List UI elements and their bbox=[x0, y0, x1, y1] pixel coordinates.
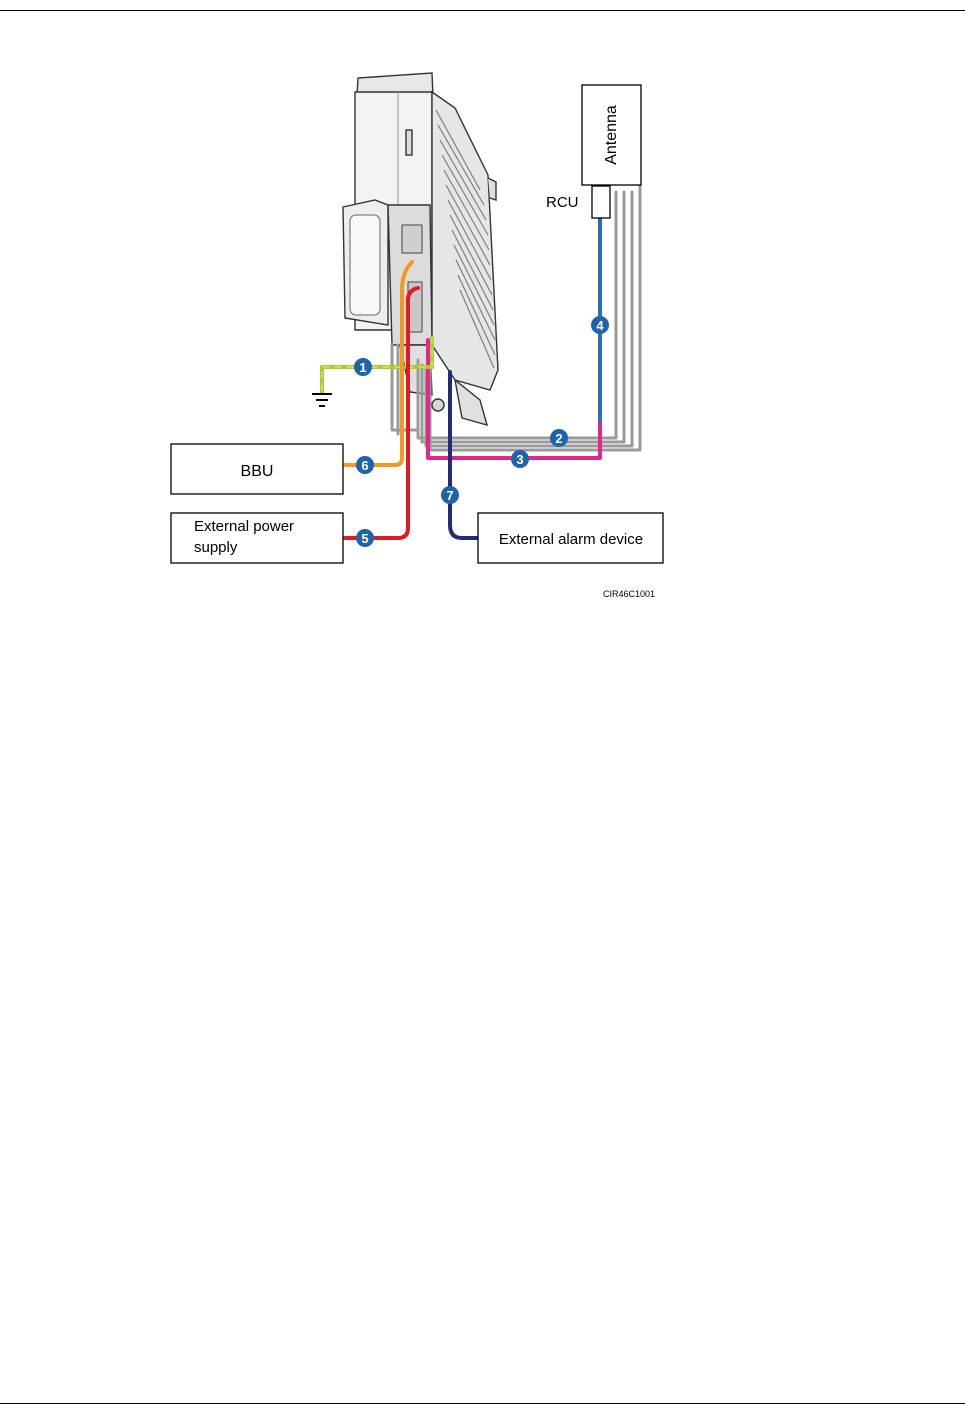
svg-text:1: 1 bbox=[359, 360, 366, 375]
svg-text:4: 4 bbox=[596, 318, 604, 333]
bbu-label: BBU bbox=[241, 463, 274, 480]
callout-6: 6 bbox=[356, 456, 374, 474]
rcu-label: RCU bbox=[546, 194, 579, 211]
power-supply-label-line2: supply bbox=[194, 539, 238, 556]
callout-5: 5 bbox=[356, 529, 374, 547]
svg-text:3: 3 bbox=[516, 452, 523, 467]
rcu-box bbox=[592, 186, 610, 218]
svg-text:2: 2 bbox=[555, 431, 562, 446]
svg-text:6: 6 bbox=[361, 458, 368, 473]
callout-7: 7 bbox=[441, 486, 459, 504]
figure-id: CIR46C1001 bbox=[603, 589, 655, 599]
callout-1: 1 bbox=[354, 358, 372, 376]
svg-text:5: 5 bbox=[361, 531, 368, 546]
callout-2: 2 bbox=[550, 429, 568, 447]
antenna-label: Antenna bbox=[603, 105, 620, 165]
ground-symbol-icon bbox=[312, 394, 332, 406]
callout-3: 3 bbox=[511, 450, 529, 468]
power-supply-label-line1: External power bbox=[194, 518, 294, 535]
alarm-device-label: External alarm device bbox=[499, 531, 643, 548]
callout-4: 4 bbox=[591, 316, 609, 334]
svg-text:7: 7 bbox=[446, 488, 453, 503]
